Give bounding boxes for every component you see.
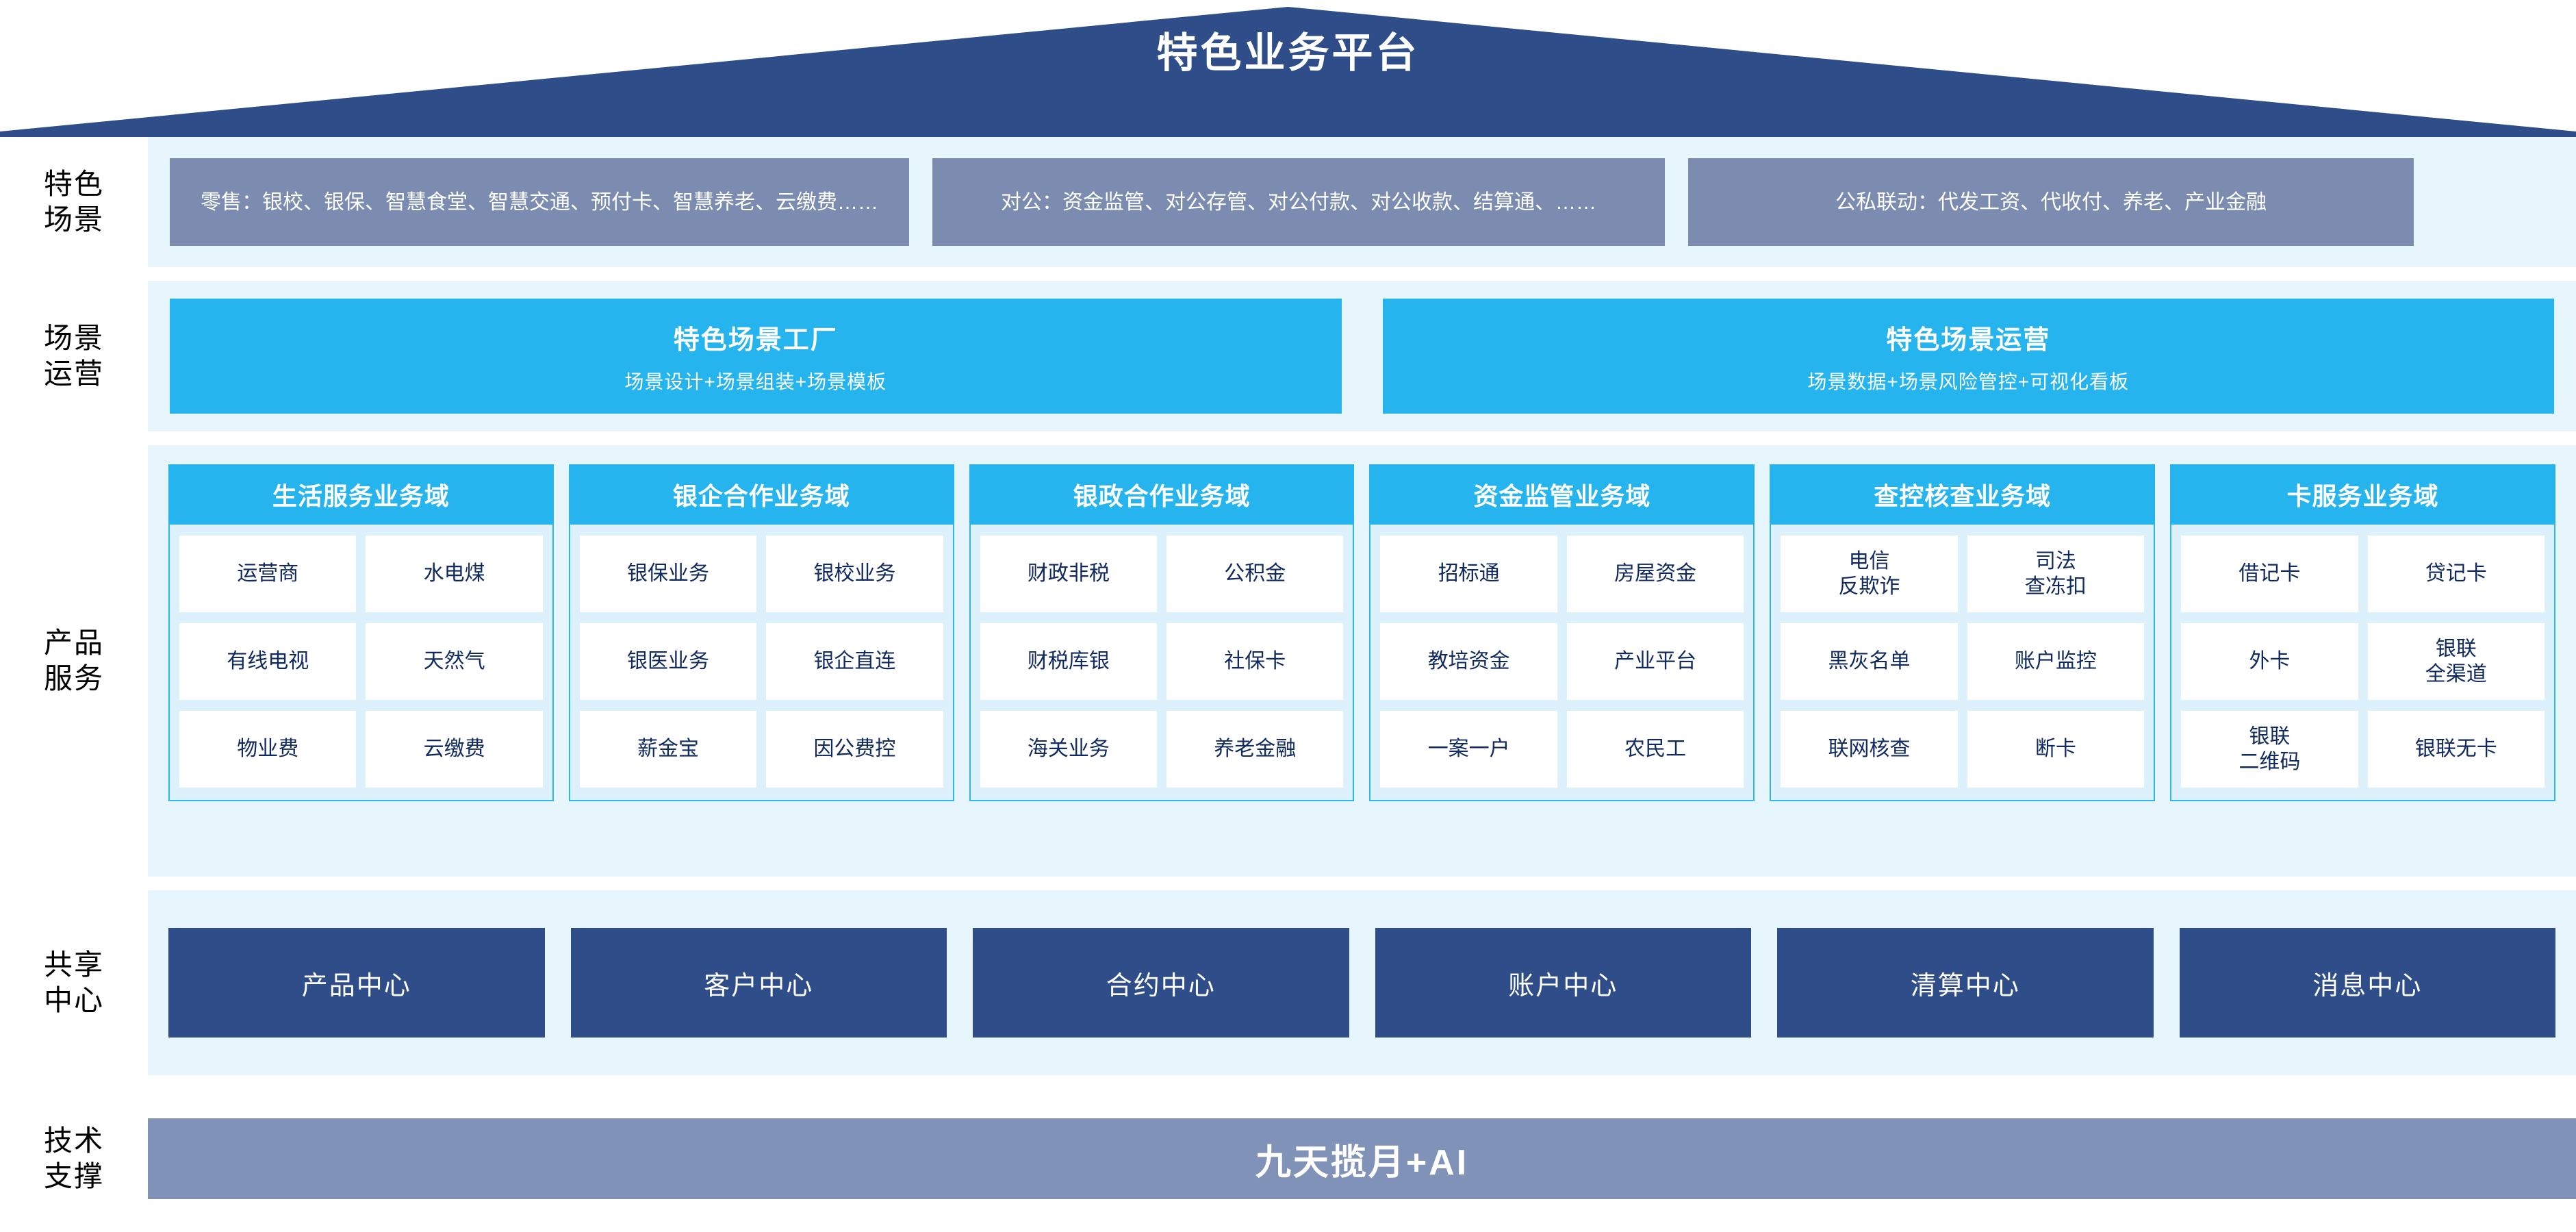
operation-box-subtitle: 场景数据+场景风险管控+可视化看板 [1807,370,2130,392]
service-cell[interactable]: 农民工 [1566,711,1744,788]
center-box-product[interactable]: 产品中心 [168,928,545,1038]
service-cell[interactable]: 银联 二维码 [2181,711,2358,788]
row-label-line2: 服务 [43,662,104,694]
row-label-line1: 特色 [43,167,104,200]
product-panel: 生活服务业务域 运营商 水电煤 有线电视 天然气 物业费 云缴费 银企合作业务域… [148,445,2576,877]
service-cell[interactable]: 银联 全渠道 [2367,623,2545,700]
service-cell[interactable]: 账户监控 [1967,623,2145,700]
service-cell[interactable]: 银校业务 [766,536,943,612]
service-cell[interactable]: 有线电视 [179,623,357,700]
page-title: 特色业务平台 [1156,30,1420,76]
operation-box-subtitle: 场景设计+场景组装+场景模板 [624,370,887,392]
center-box-account[interactable]: 账户中心 [1375,928,1751,1038]
center-box-customer[interactable]: 客户中心 [570,928,947,1038]
domain-header[interactable]: 银企合作业务域 [568,464,954,525]
platform-roof-banner: 特色业务平台 [0,0,2576,137]
domain-column-life-service: 生活服务业务域 运营商 水电煤 有线电视 天然气 物业费 云缴费 [168,464,554,801]
service-cell[interactable]: 薪金宝 [579,711,757,788]
service-cell[interactable]: 房屋资金 [1566,536,1744,612]
row-label-line1: 产品 [43,626,104,659]
row-label-line2: 支撑 [43,1160,104,1192]
service-cell[interactable]: 海关业务 [980,711,1158,788]
service-cell[interactable]: 司法 查冻扣 [1967,536,2145,612]
scenario-row: 特色 场景 零售：银校、银保、智慧食堂、智慧交通、预付卡、智慧养老、云缴费…… … [0,137,2576,267]
operation-box-title: 特色场景运营 [1886,325,2051,355]
service-cell[interactable]: 联网核查 [1781,711,1958,788]
service-cell[interactable]: 物业费 [179,711,357,788]
domain-column-investigation-control: 查控核查业务域 电信 反欺诈 司法 查冻扣 黑灰名单 账户监控 联网核查 断卡 [1770,464,2156,801]
row-label-line1: 场景 [43,321,104,354]
service-cell[interactable]: 社保卡 [1166,623,1344,700]
service-cell[interactable]: 银医业务 [579,623,757,700]
row-label-scenario: 特色 场景 [0,137,148,267]
service-cell[interactable]: 电信 反欺诈 [1781,536,1958,612]
center-box-contract[interactable]: 合约中心 [973,928,1349,1038]
service-cell[interactable]: 财税库银 [980,623,1158,700]
service-cell[interactable]: 借记卡 [2181,536,2358,612]
row-label-line1: 技术 [43,1124,104,1157]
domain-header[interactable]: 卡服务业务域 [2170,464,2555,525]
domain-header[interactable]: 资金监管业务域 [1369,464,1755,525]
domain-service-grid: 借记卡 贷记卡 外卡 银联 全渠道 银联 二维码 银联无卡 [2170,525,2555,801]
service-cell[interactable]: 云缴费 [366,711,543,788]
technology-bar[interactable]: 九天揽月+AI [148,1118,2576,1199]
service-cell[interactable]: 公积金 [1166,536,1344,612]
technology-support-row: 技术 支撑 九天揽月+AI [0,1085,2576,1232]
service-cell[interactable]: 外卡 [2181,623,2358,700]
row-label-line1: 共享 [43,948,104,981]
row-label-operation: 场景 运营 [0,281,148,431]
technology-panel: 九天揽月+AI [148,1085,2576,1232]
domain-service-grid: 银保业务 银校业务 银医业务 银企直连 薪金宝 因公费控 [568,525,954,801]
service-cell[interactable]: 贷记卡 [2367,536,2545,612]
shared-center-row: 共享 中心 产品中心 客户中心 合约中心 账户中心 清算中心 消息中心 [0,890,2576,1075]
domain-service-grid: 财政非税 公积金 财税库银 社保卡 海关业务 养老金融 [969,525,1355,801]
service-cell[interactable]: 运营商 [179,536,357,612]
row-label-shared: 共享 中心 [0,890,148,1075]
service-cell[interactable]: 银企直连 [766,623,943,700]
service-cell[interactable]: 财政非税 [980,536,1158,612]
domain-column-fund-supervision: 资金监管业务域 招标通 房屋资金 教培资金 产业平台 一案一户 农民工 [1369,464,1755,801]
service-cell[interactable]: 银联无卡 [2367,711,2545,788]
scenario-box-corporate[interactable]: 对公：资金监管、对公存管、对公付款、对公收款、结算通、…… [932,158,1665,246]
scenario-box-retail[interactable]: 零售：银校、银保、智慧食堂、智慧交通、预付卡、智慧养老、云缴费…… [170,158,909,246]
domain-column-bank-government: 银政合作业务域 财政非税 公积金 财税库银 社保卡 海关业务 养老金融 [969,464,1355,801]
product-service-row: 产品 服务 生活服务业务域 运营商 水电煤 有线电视 天然气 物业费 云缴费 银… [0,445,2576,877]
row-label-tech: 技术 支撑 [0,1085,148,1232]
service-cell[interactable]: 水电煤 [366,536,543,612]
operation-box-scene-factory[interactable]: 特色场景工厂 场景设计+场景组装+场景模板 [170,299,1342,414]
service-cell[interactable]: 断卡 [1967,711,2145,788]
row-label-product: 产品 服务 [0,445,148,877]
operation-panel: 特色场景工厂 场景设计+场景组装+场景模板 特色场景运营 场景数据+场景风险管控… [148,281,2576,431]
domain-header[interactable]: 查控核查业务域 [1770,464,2156,525]
scenario-panel: 零售：银校、银保、智慧食堂、智慧交通、预付卡、智慧养老、云缴费…… 对公：资金监… [148,137,2576,267]
operation-box-title: 特色场景工厂 [673,325,838,355]
operation-box-scene-operations[interactable]: 特色场景运营 场景数据+场景风险管控+可视化看板 [1382,299,2554,414]
service-cell[interactable]: 黑灰名单 [1781,623,1958,700]
service-cell[interactable]: 银保业务 [579,536,757,612]
service-cell[interactable]: 因公费控 [766,711,943,788]
domain-header[interactable]: 银政合作业务域 [969,464,1355,525]
domain-header[interactable]: 生活服务业务域 [168,464,554,525]
scenario-operation-row: 场景 运营 特色场景工厂 场景设计+场景组装+场景模板 特色场景运营 场景数据+… [0,281,2576,431]
roof-shape-icon [0,7,2576,137]
service-cell[interactable]: 养老金融 [1166,711,1344,788]
service-cell[interactable]: 天然气 [366,623,543,700]
center-box-message[interactable]: 消息中心 [2179,928,2555,1038]
row-label-line2: 场景 [43,203,104,236]
domain-column-bank-enterprise: 银企合作业务域 银保业务 银校业务 银医业务 银企直连 薪金宝 因公费控 [568,464,954,801]
row-label-line2: 中心 [43,984,104,1016]
shared-center-panel: 产品中心 客户中心 合约中心 账户中心 清算中心 消息中心 [148,890,2576,1075]
row-label-line2: 运营 [43,357,104,390]
scenario-box-public-private[interactable]: 公私联动：代发工资、代收付、养老、产业金融 [1688,158,2414,246]
domain-service-grid: 运营商 水电煤 有线电视 天然气 物业费 云缴费 [168,525,554,801]
service-cell[interactable]: 教培资金 [1380,623,1557,700]
service-cell[interactable]: 一案一户 [1380,711,1557,788]
service-cell[interactable]: 产业平台 [1566,623,1744,700]
domain-column-card-service: 卡服务业务域 借记卡 贷记卡 外卡 银联 全渠道 银联 二维码 银联无卡 [2170,464,2555,801]
service-cell[interactable]: 招标通 [1380,536,1557,612]
domain-service-grid: 电信 反欺诈 司法 查冻扣 黑灰名单 账户监控 联网核查 断卡 [1770,525,2156,801]
center-box-settlement[interactable]: 清算中心 [1777,928,2154,1038]
domain-service-grid: 招标通 房屋资金 教培资金 产业平台 一案一户 农民工 [1369,525,1755,801]
